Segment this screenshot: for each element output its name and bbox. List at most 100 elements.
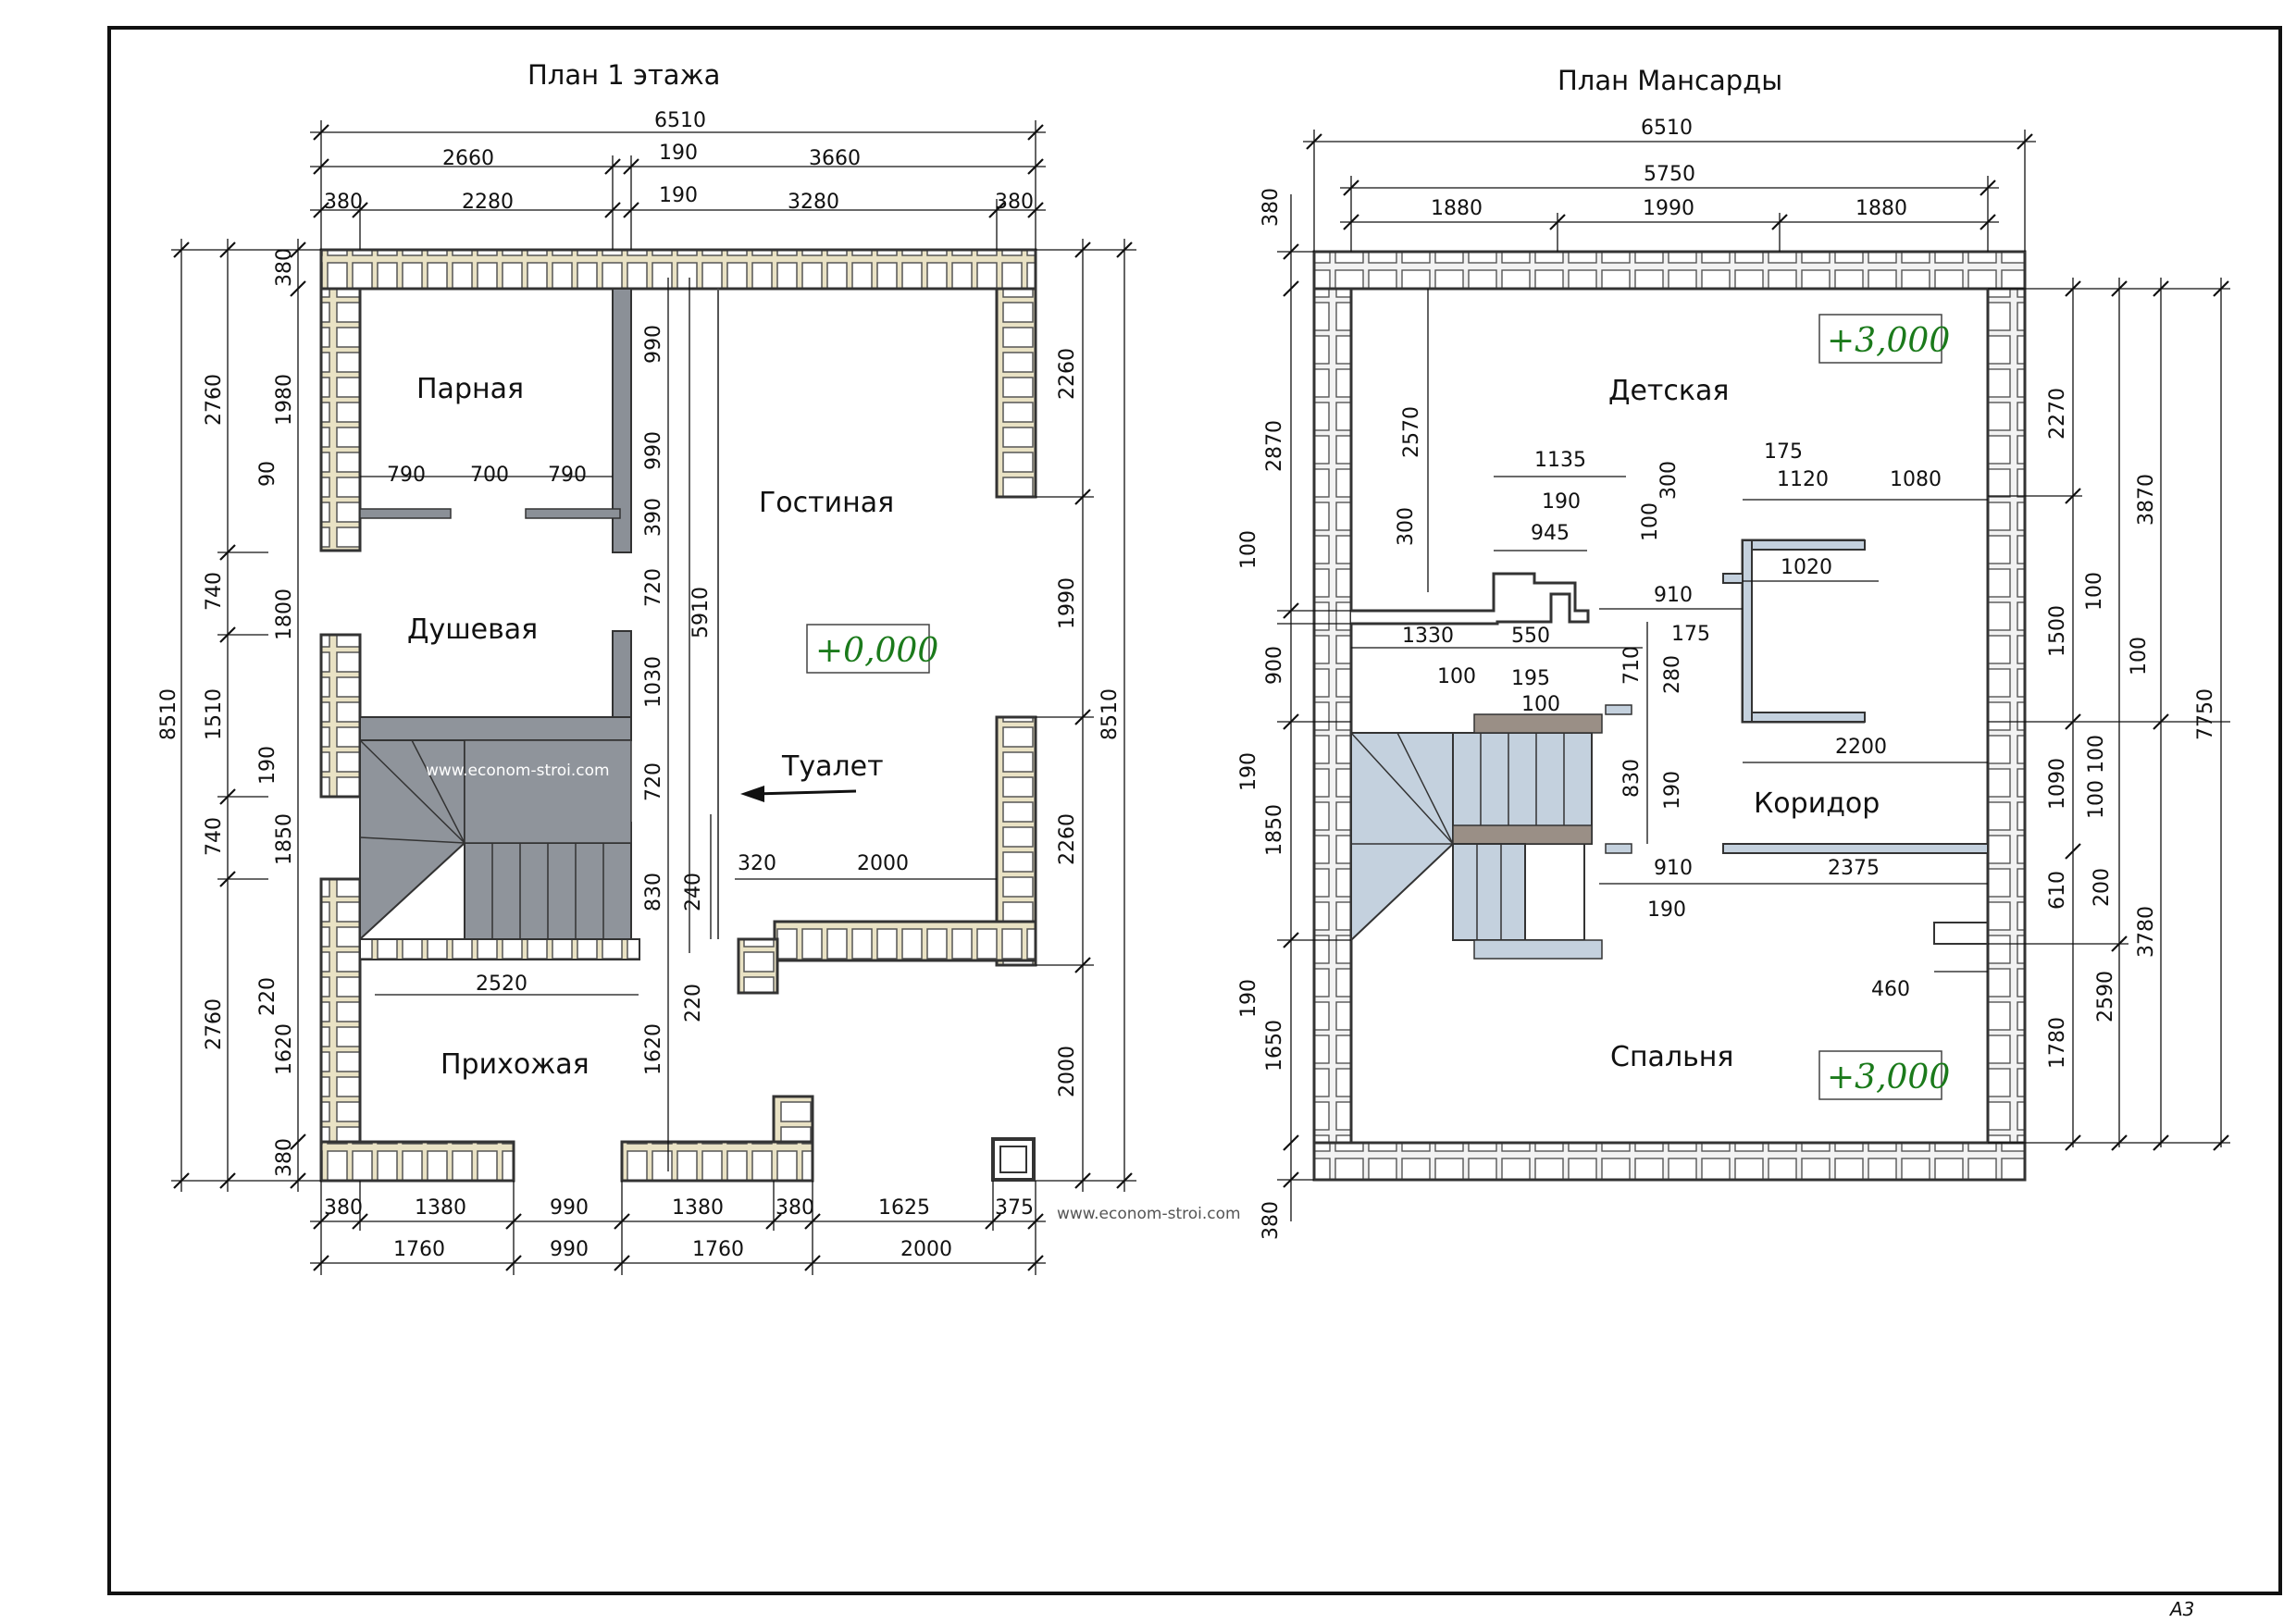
dim-top-c: 3660	[809, 147, 861, 170]
dim-right-c: 2260	[1056, 813, 1079, 865]
sauna-wall-bottom-right	[525, 508, 621, 519]
a-dim-right-f: 610	[2046, 871, 2069, 910]
corridor-post	[1722, 573, 1744, 584]
attic-wall-left	[1312, 287, 1353, 1145]
level-top-box	[1818, 314, 1942, 364]
sauna-wall-right	[612, 288, 632, 553]
toilet-wall-stub	[737, 937, 779, 995]
dim-mid-a: 990	[642, 325, 665, 364]
a-dim-in-a: 2570	[1400, 406, 1423, 458]
plan1-title: План 1 этажа	[527, 59, 720, 91]
dim-bottom-b: 1380	[415, 1196, 466, 1220]
a-dim-left-d: 900	[1263, 646, 1286, 685]
a-dim-right-e: 100 100	[2085, 735, 2108, 819]
ground-dimension-texts: 6510 2660 190 3660 380 2280 190 3280 380…	[157, 109, 1122, 1261]
a-dim-right-j: 100	[2128, 637, 2151, 675]
attic-partitions	[1351, 539, 1989, 945]
a-dim-in-f: 100	[1639, 502, 1662, 541]
room-corridor: Коридор	[1754, 787, 1880, 820]
a-dim-in-c: 1135	[1534, 449, 1586, 472]
a-dim-in-j: 1080	[1890, 468, 1942, 491]
dim-right-b: 1990	[1056, 577, 1079, 629]
attic-outer-walls	[1312, 250, 2027, 1182]
a-dim-top-total: 6510	[1641, 117, 1693, 140]
a-dim-right-c: 100	[2083, 572, 2106, 611]
a-dim-left-e: 190	[1237, 752, 1260, 791]
attic-stair-landing	[1473, 939, 1603, 960]
dim-sauna-b: 700	[470, 464, 509, 487]
dim-sauna-c: 790	[548, 464, 587, 487]
attic-wall-right	[1986, 287, 2027, 1145]
a-dim-top-b: 1990	[1643, 197, 1694, 220]
chimney-inner	[999, 1146, 1027, 1173]
room-hall: Прихожая	[441, 1048, 590, 1081]
dim-mid-f: 720	[642, 762, 665, 801]
dim-top-d: 380	[324, 191, 363, 214]
attic-wall-top	[1312, 250, 2027, 291]
ground-floor-plan: План 1 этажа	[157, 59, 1241, 1275]
dim-toilet-b: 2000	[857, 852, 909, 875]
dim-right-total: 8510	[1098, 688, 1122, 740]
room-shower: Душевая	[407, 613, 538, 646]
a-dim-left-b: 2870	[1263, 420, 1286, 472]
a-dim-in-aa: 460	[1871, 978, 1910, 1001]
sauna-wall-bottom-left	[359, 508, 452, 519]
a-dim-in-q: 195	[1511, 667, 1550, 690]
dim-bottom-g: 375	[995, 1196, 1034, 1220]
a-dim-right-total: 7750	[2194, 688, 2217, 740]
dim-toilet-a: 320	[738, 852, 776, 875]
dim-mid-j: 240	[682, 873, 705, 911]
toilet-wall	[773, 920, 1037, 962]
a-dim-in-b: 300	[1395, 507, 1418, 546]
a-dim-right-h: 200	[2091, 868, 2114, 907]
a-dim-in-l: 910	[1654, 584, 1693, 607]
winder-line-2	[411, 739, 465, 844]
room-sauna: Парная	[416, 373, 524, 405]
dim-stair-width: 2520	[476, 973, 527, 996]
dim-left-l: 220	[256, 977, 279, 1016]
a-dim-left-i: 380	[1260, 1201, 1283, 1240]
dim-left-j: 190	[256, 746, 279, 785]
level-mark: +0,000	[815, 632, 938, 670]
dim-bottom-e: 380	[776, 1196, 814, 1220]
stair-landing-top	[359, 716, 632, 741]
wall-left-mid	[319, 633, 362, 799]
level-mark-box	[806, 624, 930, 674]
a-dim-left-g: 190	[1237, 979, 1260, 1018]
kids-partition	[1351, 572, 1590, 626]
wall-bottom-left	[319, 1140, 515, 1183]
watermark-stair: www.econom-stroi.com	[426, 762, 610, 780]
dim-left-k: 1850	[273, 813, 296, 865]
dim-bottom-a: 380	[324, 1196, 363, 1220]
a-dim-right-a: 2270	[2046, 388, 2069, 440]
a-dim-left-c: 100	[1237, 530, 1260, 569]
attic-stair-top-band	[1473, 713, 1603, 734]
dim-bottom-d: 1380	[672, 1196, 724, 1220]
ground-dimension-lines	[171, 120, 1136, 1275]
a-dim-in-s: 280	[1661, 655, 1684, 694]
level-bottom: +3,000	[1827, 1059, 1950, 1096]
room-kids: Детская	[1608, 375, 1729, 407]
winder-line-3	[359, 836, 465, 844]
a-dim-in-k: 1020	[1781, 556, 1832, 579]
dim-bottom-k: 2000	[900, 1238, 952, 1261]
dim-bottom-f: 1625	[878, 1196, 930, 1220]
plan2-title: План Мансарды	[1558, 65, 1782, 96]
a-dim-in-y: 2375	[1828, 857, 1880, 880]
wall-bottom-stub	[772, 1095, 814, 1144]
room-living: Гостиная	[759, 487, 894, 519]
a-dim-in-d: 190	[1542, 490, 1581, 514]
dim-mid-g: 830	[642, 873, 665, 911]
dim-left-g: 1980	[273, 374, 296, 426]
dim-top-g: 3280	[788, 191, 839, 214]
attic-stair-lower	[1452, 843, 1526, 941]
a-dim-in-g: 300	[1657, 461, 1681, 500]
a-dim-right-d: 1090	[2046, 758, 2069, 810]
a-dim-in-n: 1330	[1402, 625, 1454, 648]
dim-top-a: 2660	[442, 147, 494, 170]
wall-left-bottom	[319, 877, 362, 1183]
dim-mid-i: 5910	[689, 587, 713, 638]
dim-mid-b: 990	[642, 431, 665, 470]
a-dim-top-c: 1880	[1855, 197, 1907, 220]
